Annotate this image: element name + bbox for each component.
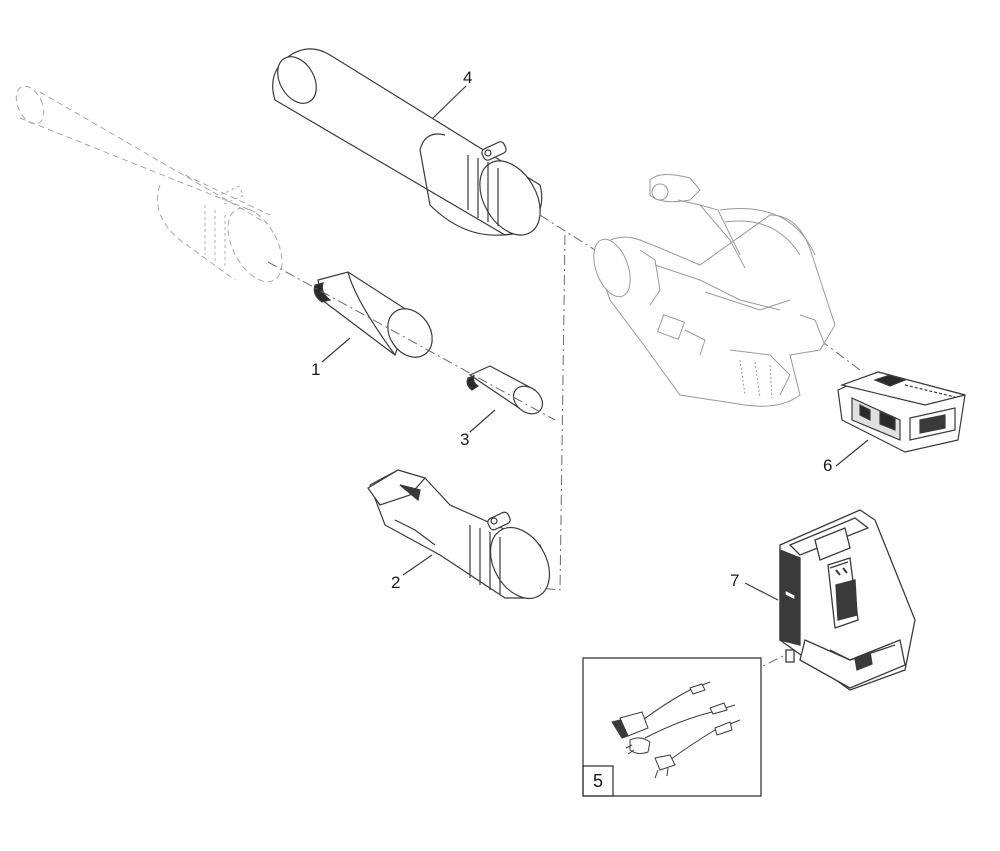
callout-leader-3: [469, 409, 496, 433]
callout-4: 4: [463, 68, 473, 87]
callout-leader-7: [744, 582, 779, 601]
short-tube-part-2: [367, 469, 551, 599]
callout-7: 7: [730, 571, 740, 590]
callout-leader-6: [835, 439, 869, 467]
ghost-blower-tube: [15, 85, 283, 283]
battery-part-6: [837, 371, 966, 453]
callout-5: 5: [592, 770, 603, 791]
callout-2: 2: [391, 573, 401, 592]
callout-leader-4: [432, 85, 467, 119]
callout-leader-2: [402, 554, 433, 576]
callout-6: 6: [823, 456, 833, 475]
long-tube-part-4: [272, 48, 543, 236]
callout-3: 3: [460, 430, 470, 449]
callout-leader-1: [321, 337, 351, 363]
blower-body: [593, 174, 836, 407]
charger-part-7: [779, 509, 916, 691]
assembly-lines: [267, 214, 861, 691]
flat-nozzle-part-1: [313, 271, 433, 358]
callout-1: 1: [311, 360, 321, 379]
small-nozzle-part-3: [466, 365, 544, 415]
ghost-tube-details: [204, 185, 244, 268]
power-cord-inset-part-5: [582, 657, 762, 797]
